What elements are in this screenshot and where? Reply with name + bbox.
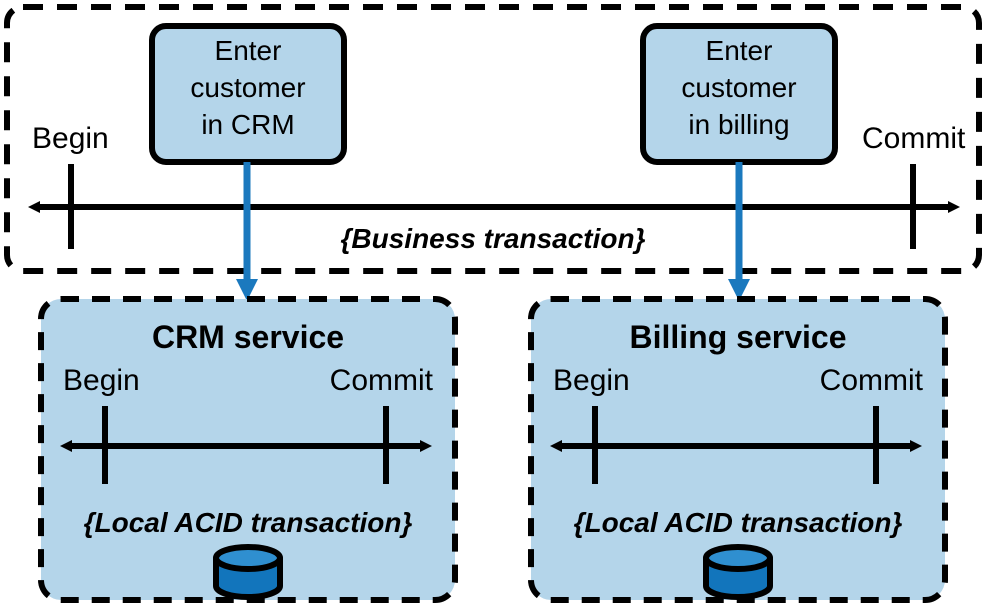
business-begin-label: Begin: [32, 122, 109, 155]
step-box-billing-line1: Enter: [706, 35, 773, 66]
step-box-billing-line2: customer: [681, 72, 796, 103]
billing-begin-label: Begin: [553, 364, 630, 397]
crm-service-title: CRM service: [152, 319, 344, 355]
business-commit-label: Commit: [862, 122, 966, 155]
billing-commit-label: Commit: [820, 364, 924, 397]
billing-database-cylinder-icon: [703, 544, 773, 600]
crm-begin-label: Begin: [63, 364, 140, 397]
step-box-crm-line2: customer: [190, 72, 305, 103]
step-box-billing-line3: in billing: [688, 109, 789, 140]
crm-local-transaction-caption: {Local ACID transaction}: [84, 507, 413, 538]
business-transaction-caption: {Business transaction}: [341, 223, 646, 254]
billing-local-transaction-caption: {Local ACID transaction}: [574, 507, 903, 538]
crm-commit-label: Commit: [330, 364, 434, 397]
crm-database-cylinder-icon: [213, 544, 283, 600]
step-box-crm-line3: in CRM: [201, 109, 294, 140]
billing-service-title: Billing service: [630, 319, 847, 355]
step-box-crm-line1: Enter: [215, 35, 282, 66]
